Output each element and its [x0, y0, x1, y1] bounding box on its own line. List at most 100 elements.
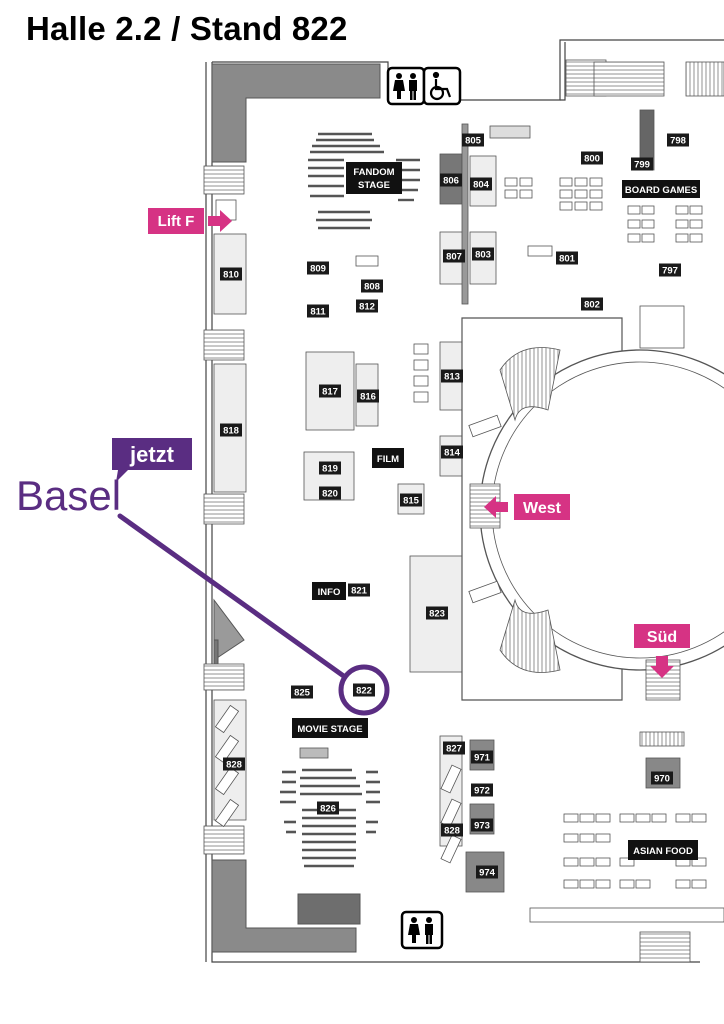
stand-828b: 828 [441, 823, 463, 837]
fandom-seating [308, 132, 420, 230]
stand-tag-bg [667, 133, 689, 147]
stand-811: 811 [307, 304, 329, 318]
stand-tag-bg [319, 384, 341, 398]
fandom-stage-label-line2: STAGE [358, 180, 390, 191]
stand-number: 805 [465, 136, 482, 147]
stand-tag-bg [631, 157, 653, 171]
stand-tag-bg [220, 267, 242, 281]
stand-number: 806 [443, 176, 459, 187]
stand-tag-bg [307, 261, 329, 275]
stand-tag-bg [472, 247, 494, 261]
stand-tag-bg [361, 279, 383, 293]
stand-tag-bg [307, 304, 329, 318]
stand-818: 818 [220, 423, 242, 437]
stand-number: 807 [446, 252, 462, 263]
stand-812: 812 [356, 299, 378, 313]
stand-number: 817 [322, 387, 338, 398]
stand-tag-bg [471, 783, 493, 797]
stand-tag-bg [476, 865, 498, 879]
stand-number: 803 [475, 250, 491, 261]
stand-tag-bg [470, 177, 492, 191]
stand-974: 974 [476, 865, 498, 879]
stand-823: 823 [426, 606, 448, 620]
stand-819: 819 [319, 461, 341, 475]
board-game-tables [355, 177, 703, 403]
stand-971: 971 [471, 750, 493, 764]
stand-number: 972 [474, 786, 490, 797]
stand-number: 828 [226, 760, 242, 771]
stand-tag-bg [291, 685, 313, 699]
stand-number: 804 [473, 180, 490, 191]
stand-799: 799 [631, 157, 653, 171]
stand-tag-bg [471, 818, 493, 832]
stand-tag-bg [441, 369, 463, 383]
stand-tag-bg [357, 389, 379, 403]
area-labels: FANDOM STAGE BOARD GAMES FILM INFO MOVIE… [292, 162, 700, 860]
film-label: FILM [377, 454, 399, 465]
stand-816: 816 [357, 389, 379, 403]
center-stands [299, 123, 505, 893]
stand-822-highlight [338, 664, 390, 716]
stand-tag-bg [426, 606, 448, 620]
stand-number: 973 [474, 821, 490, 832]
left-stairs [203, 165, 245, 855]
stand-tag-bg [443, 741, 465, 755]
stand-806: 806 [440, 173, 462, 187]
asian-food-label: ASIAN FOOD [633, 846, 693, 857]
stand-number: 814 [444, 448, 461, 459]
stand-number: 974 [479, 868, 496, 879]
arrow-right-icon [208, 210, 232, 232]
stand-801: 801 [556, 251, 578, 265]
stand-814: 814 [441, 445, 463, 459]
wall-segments [211, 63, 381, 953]
restroom-top [386, 66, 462, 106]
stand-804: 804 [470, 177, 492, 191]
stand-821: 821 [348, 583, 370, 597]
arrow-down-icon [650, 656, 674, 678]
stand-number: 825 [294, 688, 311, 699]
stand-number: 811 [310, 307, 326, 318]
stand-number: 819 [322, 464, 338, 475]
stand-805: 805 [462, 133, 484, 147]
stand-number: 823 [429, 609, 445, 620]
stand-972: 972 [471, 783, 493, 797]
stand-tag-bg [319, 486, 341, 500]
stand-number: 816 [360, 392, 376, 403]
stand-822: 822 [353, 683, 375, 697]
stand-tag-bg [440, 173, 462, 187]
stand-tag-bg [651, 771, 673, 785]
sued-sign: Süd [634, 624, 690, 678]
stand-807: 807 [443, 249, 465, 263]
restroom-icon [408, 917, 433, 944]
stand-tag-bg [441, 445, 463, 459]
lift-f-label: Lift F [158, 213, 195, 230]
stand-tag-bg [462, 133, 484, 147]
stand-973: 973 [471, 818, 493, 832]
stand-number: 801 [559, 254, 576, 265]
stand-827: 827 [443, 741, 465, 755]
stand-tag-bg [581, 151, 603, 165]
stand-number: 826 [320, 804, 336, 815]
jetzt-basel-logo: jetzt Basel [16, 438, 192, 519]
stand-number: 971 [474, 753, 491, 764]
movie-seating [280, 768, 380, 868]
stand-number: 818 [223, 426, 239, 437]
stand-number: 827 [446, 744, 462, 755]
stand-number: 970 [654, 774, 670, 785]
stand-820: 820 [319, 486, 341, 500]
page-title: Halle 2.2 / Stand 822 [26, 10, 348, 47]
stand-number: 810 [223, 270, 239, 281]
restroom-icon [393, 73, 417, 100]
stand-tag-bg [581, 297, 603, 311]
stand-number: 812 [359, 302, 375, 313]
logo-jetzt-text: jetzt [129, 442, 175, 467]
stand-tag-bg [443, 249, 465, 263]
asian-food-tables [529, 731, 724, 963]
stand-803: 803 [472, 247, 494, 261]
stand-tag-bg [319, 461, 341, 475]
arrow-left-icon [484, 496, 508, 518]
stand-809: 809 [307, 261, 329, 275]
stand-number: 813 [444, 372, 460, 383]
stand-970: 970 [651, 771, 673, 785]
